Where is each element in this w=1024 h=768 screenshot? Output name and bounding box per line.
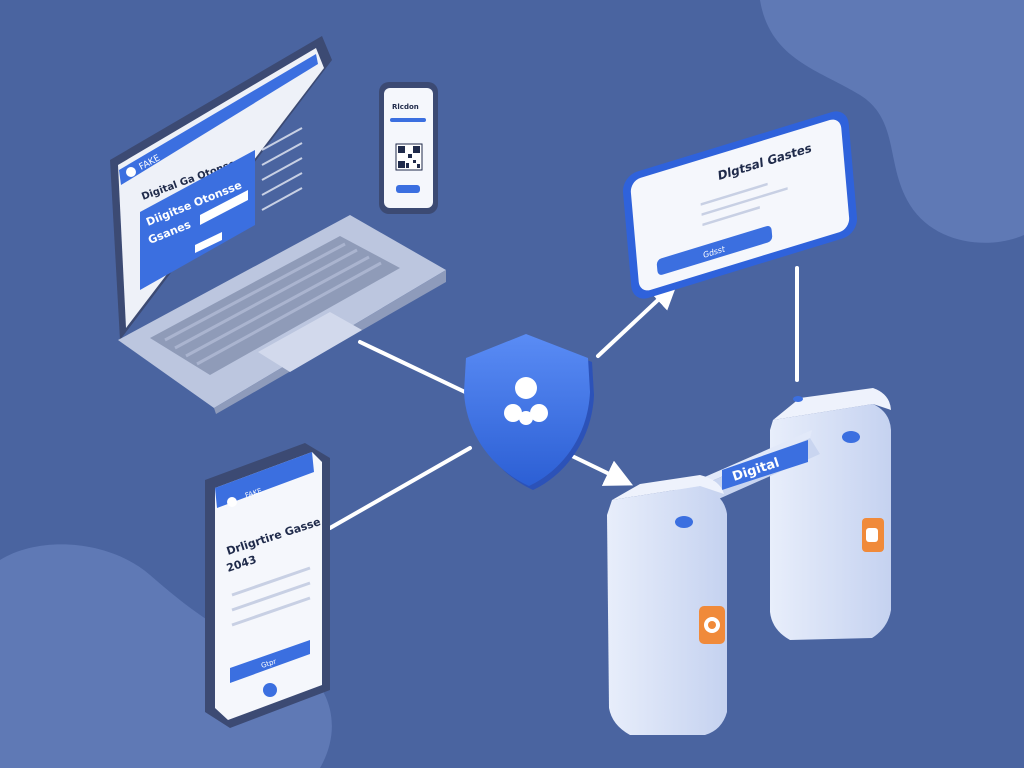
qr-phone: Rlcdon xyxy=(379,82,438,214)
gate-back-pillar-top xyxy=(773,388,891,420)
tilted-phone: Dlgtsal Gastes Gdsst xyxy=(622,111,858,299)
left-phone-check-icon xyxy=(263,683,277,697)
top-right-blob xyxy=(760,0,1024,243)
left-phone-form-lines xyxy=(231,566,311,627)
line-laptop-shield xyxy=(358,340,467,394)
tilted-phone-screen xyxy=(630,119,850,291)
laptop-banner xyxy=(140,150,255,290)
qr-phone-button xyxy=(396,185,420,193)
arrow-shield-to-phone xyxy=(596,281,679,358)
line-leftphone-shield xyxy=(328,446,472,530)
user-group-icon xyxy=(504,377,548,425)
laptop-logo-icon xyxy=(126,167,136,177)
gate-back-light-right xyxy=(842,431,860,443)
left-phone-logo-icon xyxy=(227,497,237,507)
shield-body xyxy=(464,334,590,486)
gate-sign xyxy=(722,440,808,490)
qr-phone-title: Rlcdon xyxy=(392,103,419,111)
turnstile-gate: Digital xyxy=(607,388,891,735)
connection-lines xyxy=(328,266,799,530)
gate-back-light-left xyxy=(793,396,803,402)
tilted-phone-button xyxy=(656,226,773,275)
tilted-phone-lines xyxy=(700,182,788,227)
shield xyxy=(464,334,594,490)
laptop-side-list xyxy=(261,127,303,211)
left-phone: FAKE Drligrtire Gasse 2043 Gtpr xyxy=(205,443,330,728)
qr-phone-divider xyxy=(390,118,426,122)
gate-front-pillar xyxy=(607,486,727,735)
left-phone-button xyxy=(230,640,310,683)
laptop-header-bar xyxy=(119,54,318,185)
laptop-trackpad xyxy=(258,312,362,372)
qr-code-icon xyxy=(395,143,423,171)
left-phone-header xyxy=(215,452,314,508)
gate-front-light xyxy=(675,516,693,528)
gate-front-pillar-top xyxy=(612,475,724,500)
laptop-key-rows xyxy=(164,242,382,366)
laptop-banner-input xyxy=(200,190,248,225)
laptop: FAKE Digital Ga Otonse Diigitse Otonsse … xyxy=(110,36,446,414)
arrow-shield-to-gate xyxy=(568,453,634,486)
laptop-banner-button xyxy=(195,232,222,253)
